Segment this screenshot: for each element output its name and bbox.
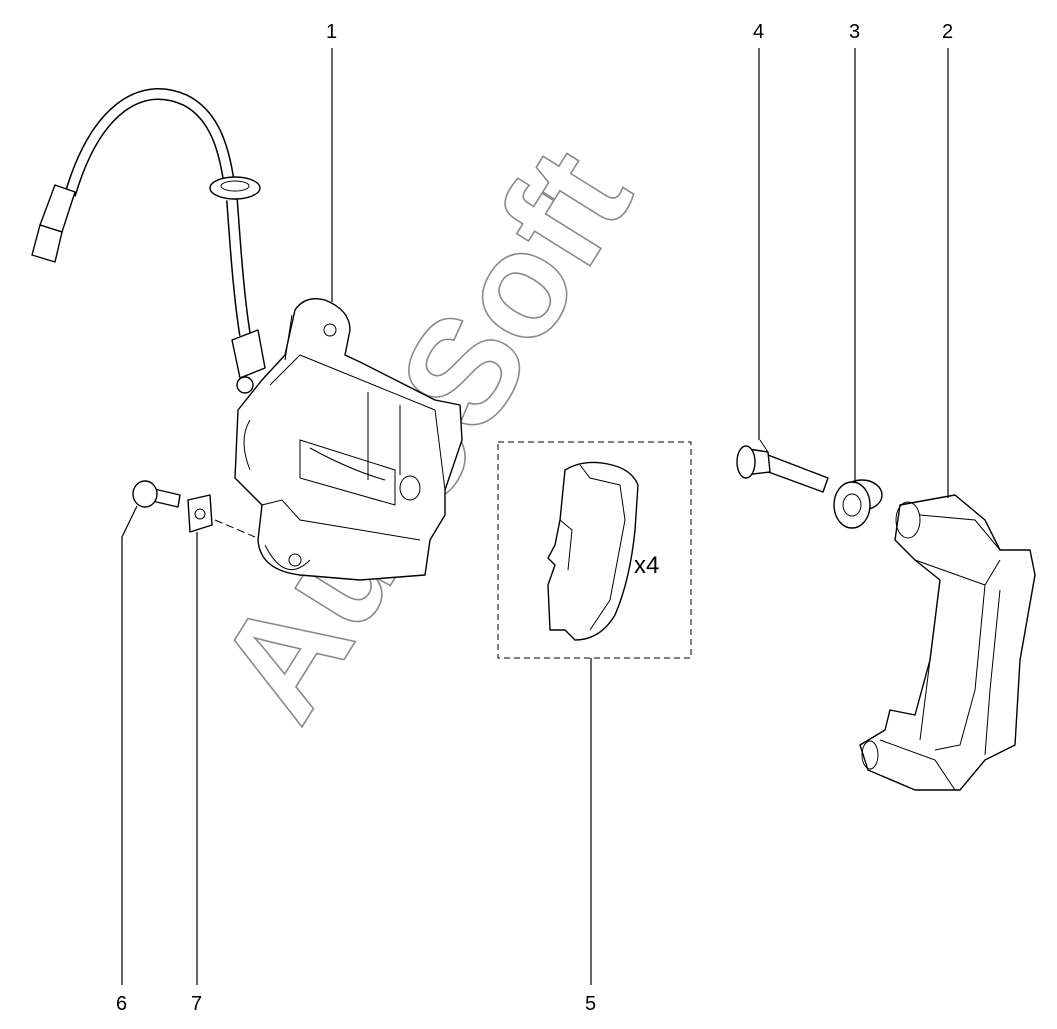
brake-pad-group: x4 [497, 441, 692, 659]
callout-1-caliper: 1 [326, 21, 337, 43]
leader-lines [121, 48, 949, 985]
brake-caliper [31, 88, 463, 581]
bleed-bolt [132, 480, 181, 508]
guide-pin [736, 439, 829, 493]
bushing [833, 479, 883, 529]
callout-5-pads: 5 [585, 993, 596, 1015]
pad-quantity-label: x4 [634, 552, 659, 579]
callout-4-guide-pin: 4 [753, 21, 764, 43]
washer [187, 494, 256, 538]
callout-3-bushing: 3 [849, 21, 860, 43]
caliper-bracket [859, 494, 1036, 791]
callout-7-washer: 7 [191, 993, 202, 1015]
callout-6-bleed-bolt: 6 [116, 993, 127, 1015]
callout-2-bracket: 2 [942, 21, 953, 43]
